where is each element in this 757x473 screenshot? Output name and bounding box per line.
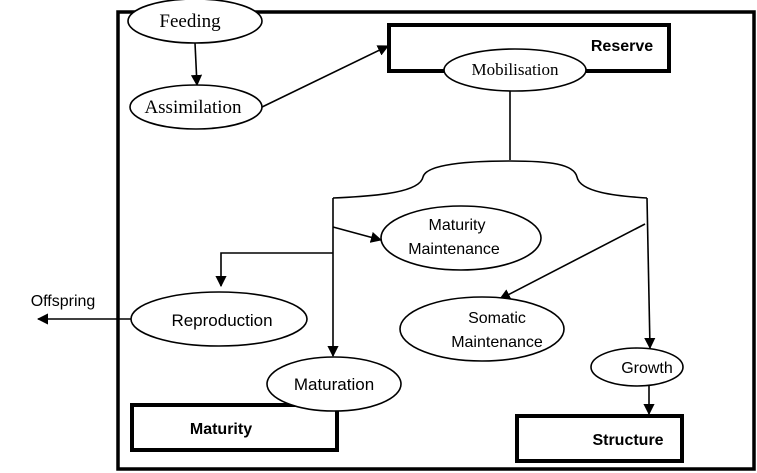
maturation-label: Maturation [294, 375, 374, 394]
assimilation-label: Assimilation [144, 97, 242, 118]
maturity-label: Maturity [190, 421, 252, 438]
growth-node [590, 347, 684, 387]
somatic-maintenance-label-line1: Somatic [468, 310, 526, 327]
growth-label: Growth [621, 360, 673, 377]
mobilisation-node [443, 48, 587, 92]
structure-label: Structure [592, 432, 663, 449]
maturity-maintenance-label-line1: Maturity [429, 217, 486, 234]
reproduction-label: Reproduction [171, 311, 272, 330]
right-branch-stem [644, 197, 656, 350]
assimilation-node [129, 84, 263, 130]
assimilation-to-reserve-arrow [259, 45, 390, 109]
to-maturity-maintenance-arrow [332, 226, 383, 243]
somatic-maintenance-label-line2: Maintenance [451, 334, 543, 351]
structure-box [515, 414, 684, 463]
maturity-maintenance-label-line2: Maintenance [408, 241, 500, 258]
reserve-label: Reserve [591, 38, 653, 55]
feeding-to-assimilation-arrow [190, 42, 203, 87]
feeding-node [127, 0, 263, 44]
to-reproduction-arrow [215, 252, 333, 288]
mobilisation-label: Mobilisation [472, 60, 559, 79]
organism-boundary [116, 10, 756, 471]
connectors [36, 42, 656, 416]
kappa-brace [332, 160, 648, 199]
reproduction-node [130, 291, 308, 347]
maturity-box [130, 403, 339, 452]
to-somatic-maintenance-arrow [499, 223, 646, 300]
offspring-label: Offspring [31, 293, 96, 310]
maturation-node [266, 356, 402, 412]
feeding-label: Feeding [159, 11, 221, 32]
somatic-maintenance-node [399, 296, 565, 362]
maturity-maintenance-node [380, 205, 542, 271]
